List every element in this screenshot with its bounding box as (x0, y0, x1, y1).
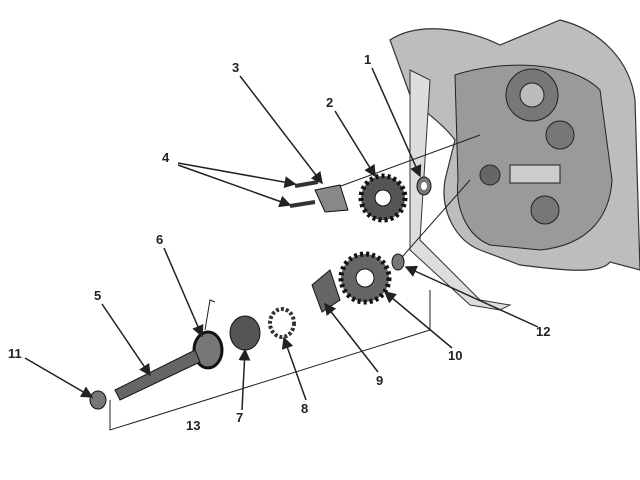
part-11-washer (89, 390, 107, 410)
callout-1: 1 (364, 52, 372, 67)
part-9-ratchet (311, 269, 341, 313)
part-4-bolts (289, 180, 319, 208)
callout-2: 2 (326, 95, 334, 110)
part-10-gear (338, 251, 392, 305)
assembly-lines (109, 134, 481, 431)
callout-11: 11 (8, 346, 22, 361)
part-1-washer (416, 176, 432, 196)
part-3-plate (314, 184, 349, 213)
engine-case (389, 19, 640, 311)
part-7-collar (229, 315, 261, 351)
part-5-shaft (114, 349, 201, 401)
callout-8: 8 (301, 401, 309, 416)
leader-arrows (24, 67, 539, 411)
callout-3: 3 (232, 60, 240, 75)
callout-12: 12 (536, 324, 551, 339)
part-2-gear (358, 173, 408, 223)
callout-5: 5 (94, 288, 102, 303)
part-8-spring (268, 307, 296, 339)
callout-6: 6 (156, 232, 164, 247)
callout-4: 4 (162, 150, 170, 165)
callout-10: 10 (448, 348, 463, 363)
callout-9: 9 (376, 373, 384, 388)
callout-7: 7 (236, 410, 244, 425)
callout-13: 13 (186, 418, 201, 433)
part-12-washer (391, 253, 405, 271)
